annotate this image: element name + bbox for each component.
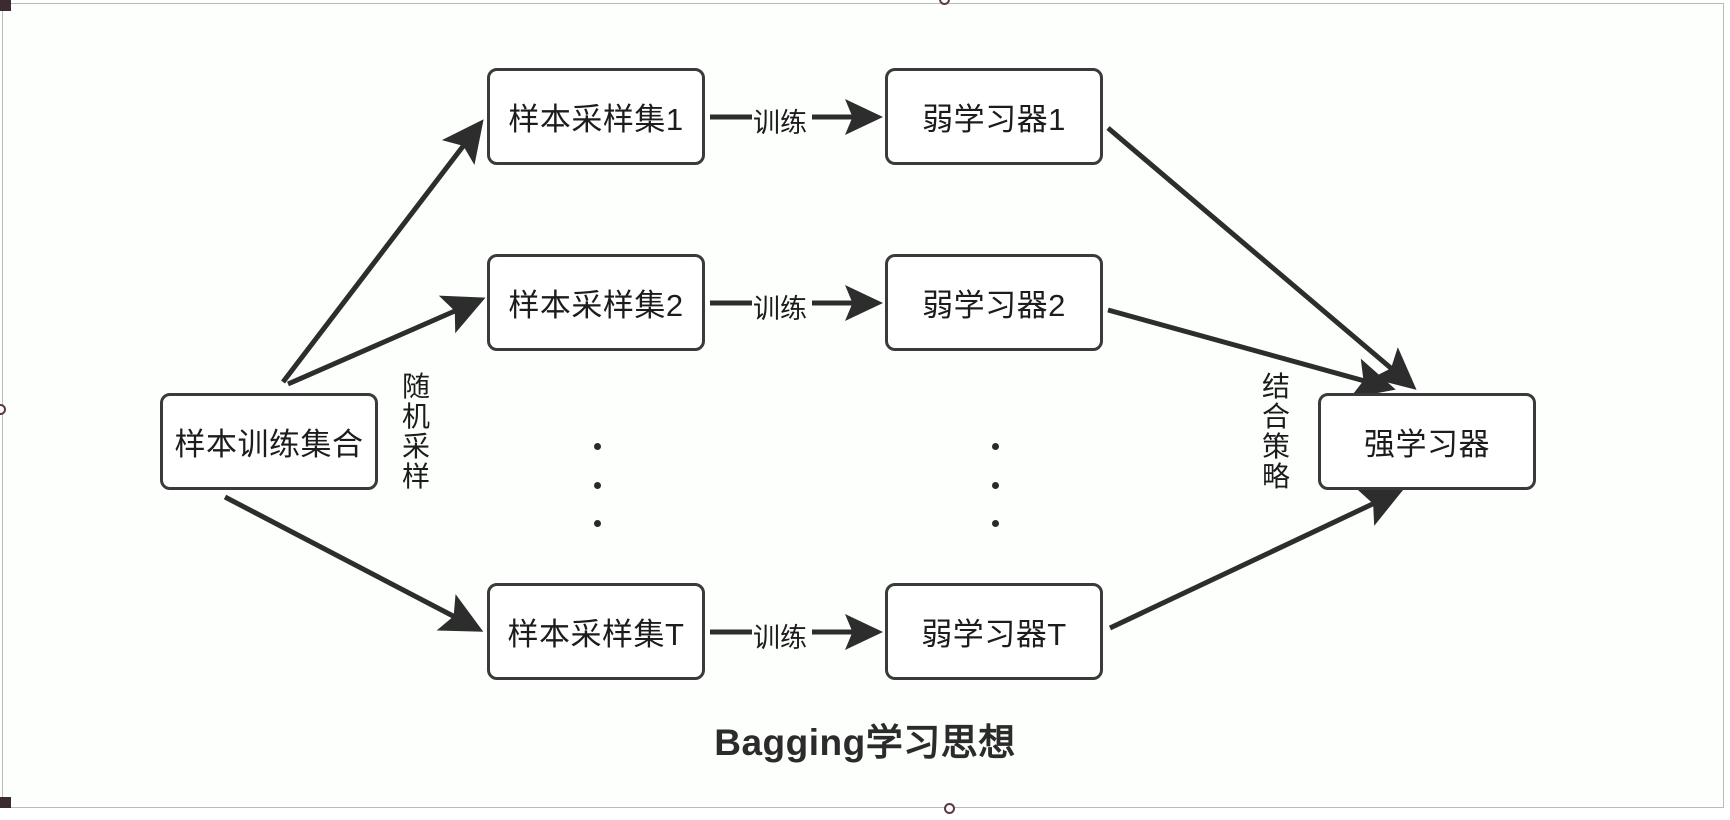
node-weak-learner-1[interactable]: 弱学习器1 xyxy=(885,68,1103,165)
label-combine-strategy: 结合策略 xyxy=(1261,371,1290,492)
node-sample-set-2[interactable]: 样本采样集2 xyxy=(487,254,705,351)
diagram-title: Bagging学习思想 xyxy=(714,722,1016,763)
node-label: 样本采样集1 xyxy=(508,102,684,137)
node-label: 弱学习器T xyxy=(921,617,1067,652)
edge-weak2-to-stronglearner xyxy=(1107,307,1396,399)
edge-trainset-to-samplesetT xyxy=(223,494,484,632)
edge-trainset-to-sampleset2 xyxy=(286,295,486,387)
selection-handle-bottom[interactable] xyxy=(944,803,955,814)
edge-trainset-to-sampleset1 xyxy=(281,119,484,384)
node-sample-set-1[interactable]: 样本采样集1 xyxy=(487,68,705,165)
node-sample-training-set[interactable]: 样本训练集合 xyxy=(160,393,378,490)
node-strong-learner[interactable]: 强学习器 xyxy=(1318,393,1536,490)
node-label: 弱学习器2 xyxy=(922,288,1066,323)
node-sample-set-t[interactable]: 样本采样集T xyxy=(487,583,705,680)
ellipsis-sample-sets xyxy=(594,443,601,527)
dot xyxy=(992,443,999,450)
edge-label-train-t: 训练 xyxy=(753,623,807,653)
node-label: 样本采样集T xyxy=(507,617,685,652)
label-random-sampling: 随机采样 xyxy=(401,371,430,492)
selection-handle-left[interactable] xyxy=(0,404,6,415)
selection-corner-bottom-left[interactable] xyxy=(0,797,11,808)
node-weak-learner-2[interactable]: 弱学习器2 xyxy=(885,254,1103,351)
dot xyxy=(594,481,601,489)
node-weak-learner-t[interactable]: 弱学习器T xyxy=(885,583,1103,680)
dot xyxy=(594,520,601,527)
dot xyxy=(594,443,601,450)
node-label: 强学习器 xyxy=(1364,427,1490,462)
node-label: 弱学习器1 xyxy=(922,102,1066,137)
edge-weakT-to-stronglearner xyxy=(1108,488,1404,631)
selection-corner-top-left[interactable] xyxy=(0,0,11,11)
ellipsis-weak-learners xyxy=(992,443,999,527)
node-label: 样本训练集合 xyxy=(174,427,364,462)
edge-label-train-2: 训练 xyxy=(753,294,807,324)
edge-label-train-1: 训练 xyxy=(753,108,807,138)
dot xyxy=(992,520,999,527)
node-label: 样本采样集2 xyxy=(508,288,684,323)
edge-weak1-to-stronglearner xyxy=(1106,126,1417,390)
selection-handle-top[interactable] xyxy=(939,0,950,5)
dot xyxy=(992,481,999,489)
